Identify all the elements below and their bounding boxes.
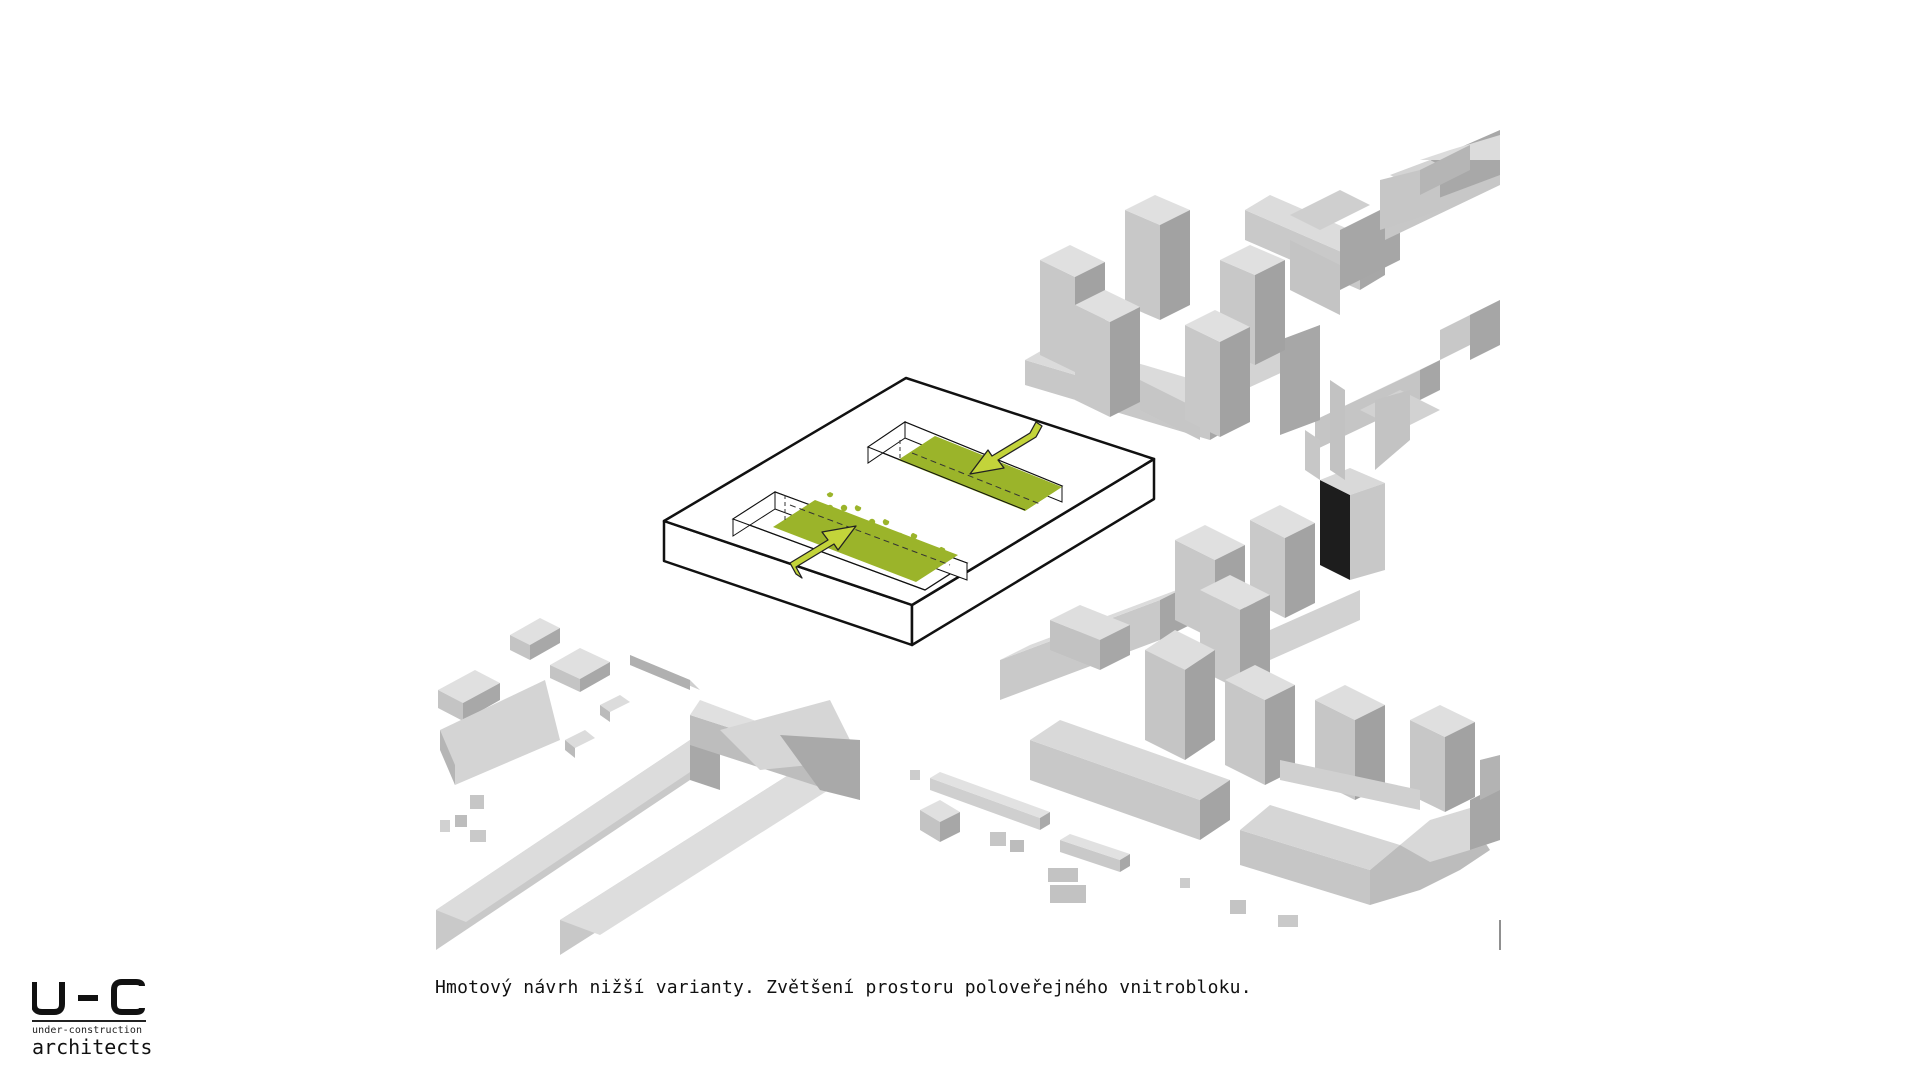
company-logo: under-construction architects [32,978,153,1059]
courtyard-southwest [731,491,969,591]
context-buildings-east [1000,300,1500,812]
arrow-inward-northeast [969,421,1043,475]
proposed-block [662,376,1156,647]
logo-mark-icon [32,979,145,1015]
context-buildings-southeast [1030,720,1500,905]
figure-caption: Hmotový návrh nižší varianty. Zvětšení p… [435,977,1252,998]
context-buildings-south [910,770,1298,927]
context-buildings-southwest [436,618,860,955]
context-buildings-north [1025,195,1320,440]
context-buildings-northeast [1245,130,1500,480]
courtyard-northeast [866,421,1064,511]
logo-name: architects [32,1035,153,1059]
logo-divider [32,1020,146,1022]
arrow-inward-southwest [789,525,857,579]
logo-subtitle: under-construction [32,1025,143,1036]
